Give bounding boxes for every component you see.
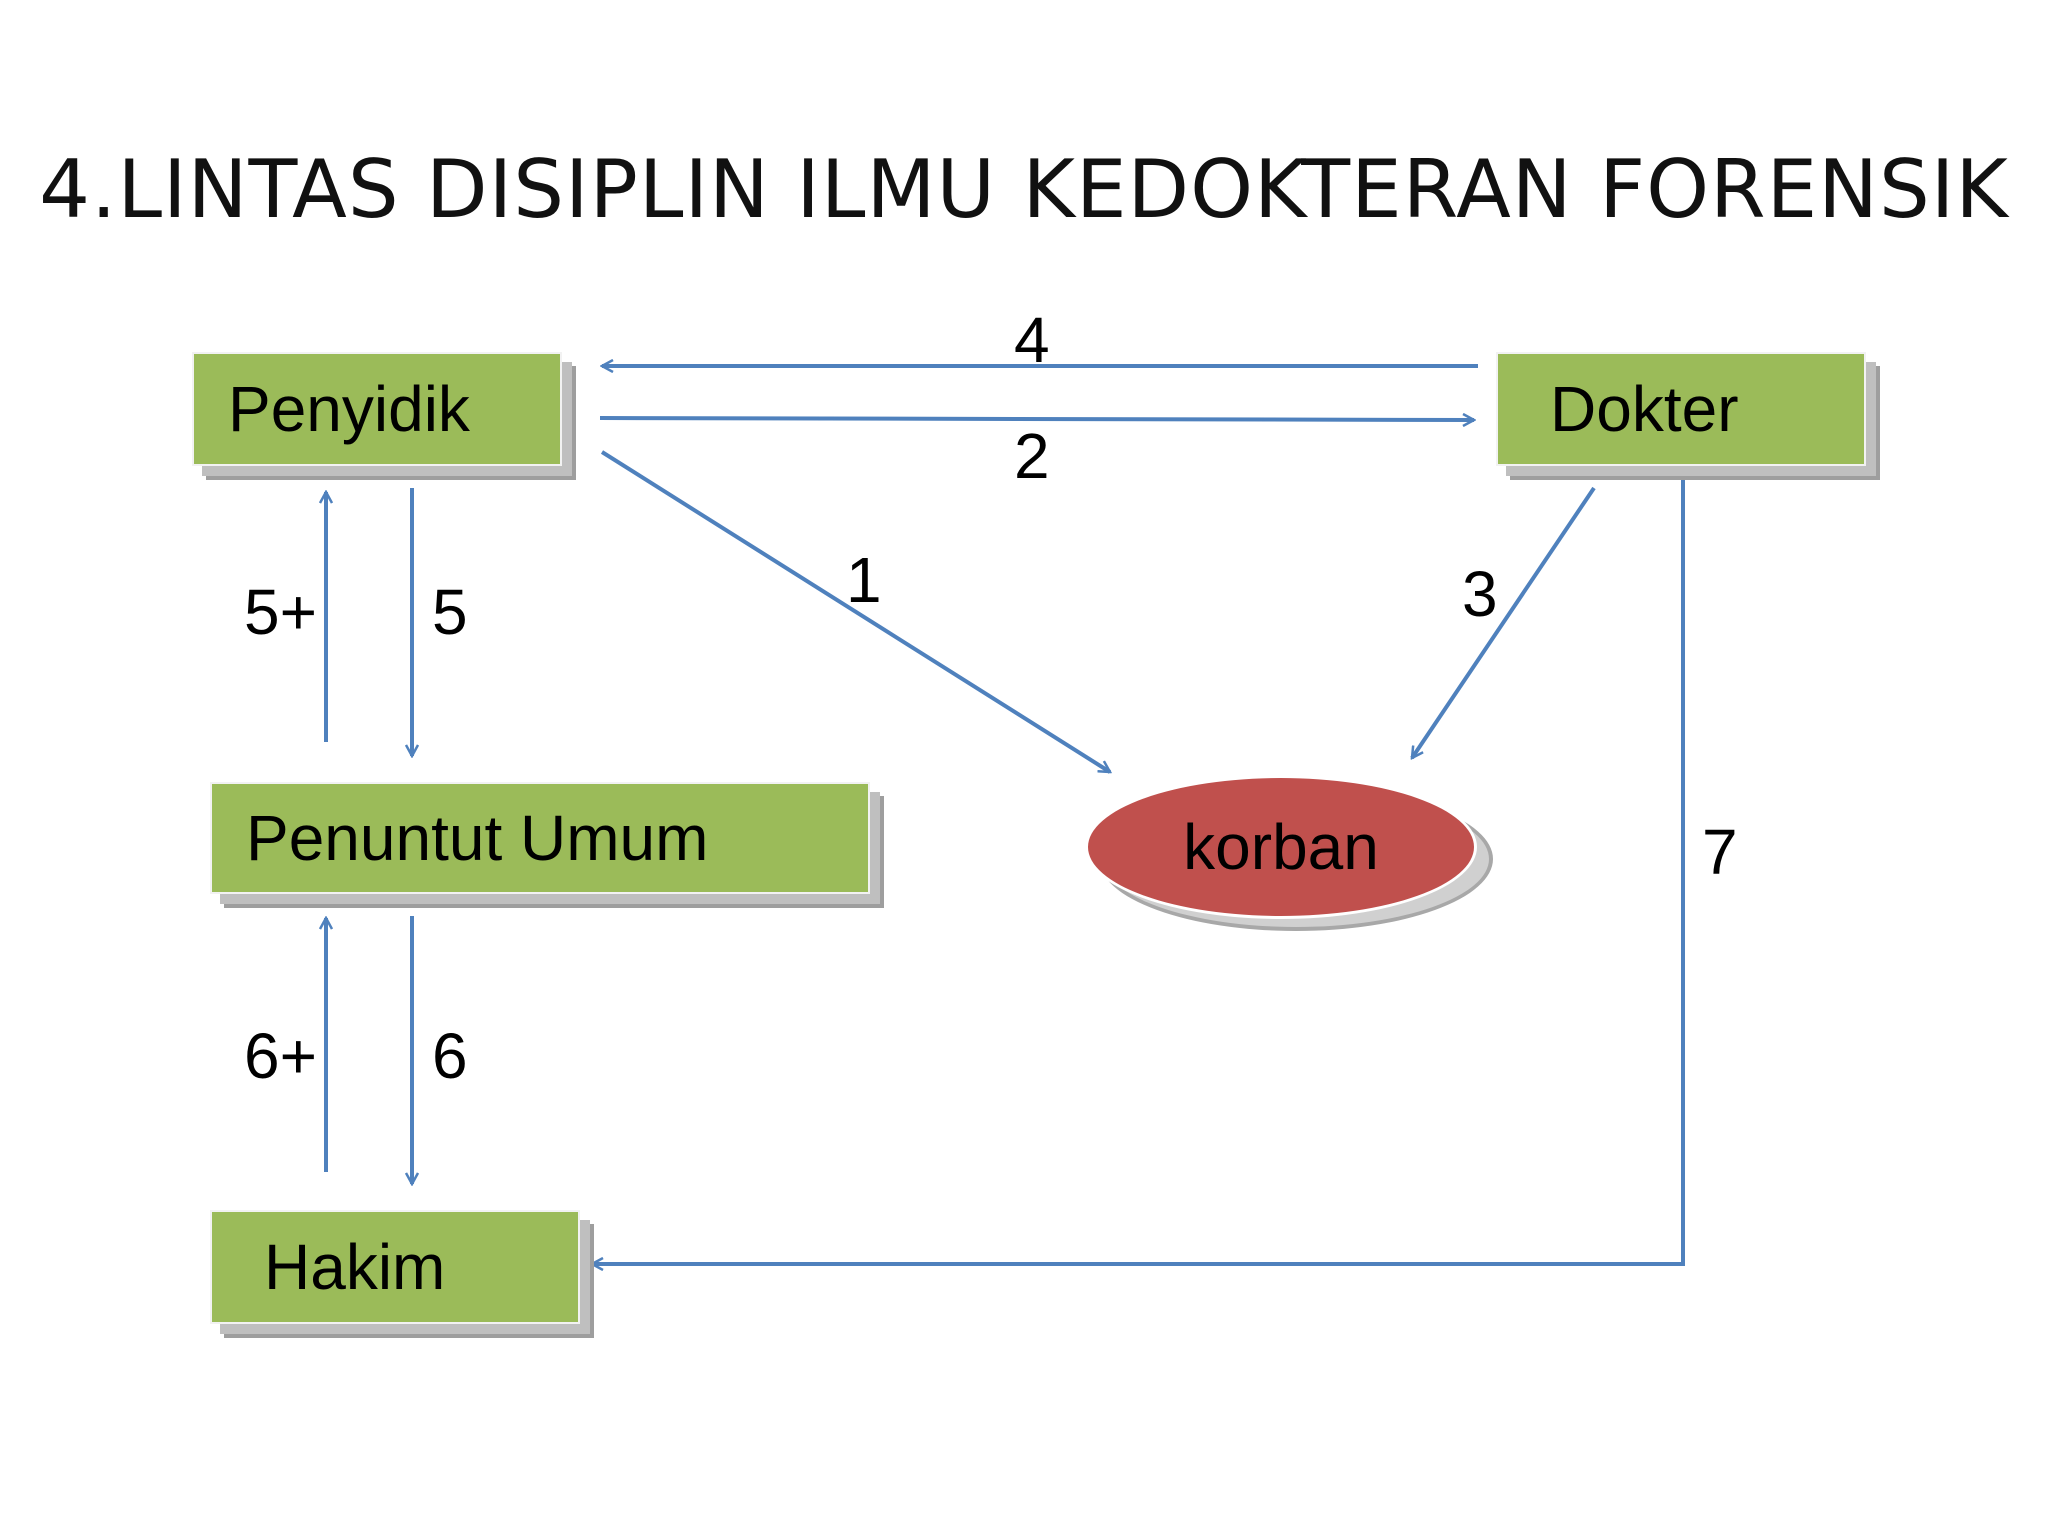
edge-label-1: 1 bbox=[846, 544, 882, 616]
node-korban-label: korban bbox=[1183, 811, 1379, 883]
slide-title: 4.LINTAS DISIPLIN ILMU KEDOKTERAN FORENS… bbox=[39, 143, 2009, 236]
node-hakim: Hakim bbox=[210, 1210, 580, 1324]
edge-label-6: 6 bbox=[432, 1020, 468, 1092]
arrow-1 bbox=[600, 450, 1110, 774]
node-penuntut-umum-label: Penuntut Umum bbox=[246, 802, 709, 874]
node-hakim-label: Hakim bbox=[264, 1231, 446, 1303]
edge-label-5: 5 bbox=[432, 576, 468, 648]
edge-label-2: 2 bbox=[1014, 420, 1050, 492]
arrow-3 bbox=[1410, 486, 1596, 758]
arrow-2 bbox=[599, 418, 1474, 420]
node-dokter: Dokter bbox=[1496, 352, 1866, 466]
node-penuntut-umum: Penuntut Umum bbox=[210, 782, 870, 894]
node-dokter-label: Dokter bbox=[1550, 373, 1739, 445]
node-penyidik-label: Penyidik bbox=[228, 373, 470, 445]
node-penyidik: Penyidik bbox=[192, 352, 562, 466]
edge-label-4: 4 bbox=[1014, 304, 1050, 376]
edge-label-5-plus: 5+ bbox=[244, 576, 317, 648]
arrow-7 bbox=[592, 468, 1685, 1264]
korban-ellipse: korban bbox=[1085, 775, 1477, 919]
edge-label-7: 7 bbox=[1702, 816, 1738, 888]
edge-label-3: 3 bbox=[1462, 558, 1498, 630]
node-korban: korban bbox=[1085, 775, 1495, 935]
edge-label-6-plus: 6+ bbox=[244, 1020, 317, 1092]
